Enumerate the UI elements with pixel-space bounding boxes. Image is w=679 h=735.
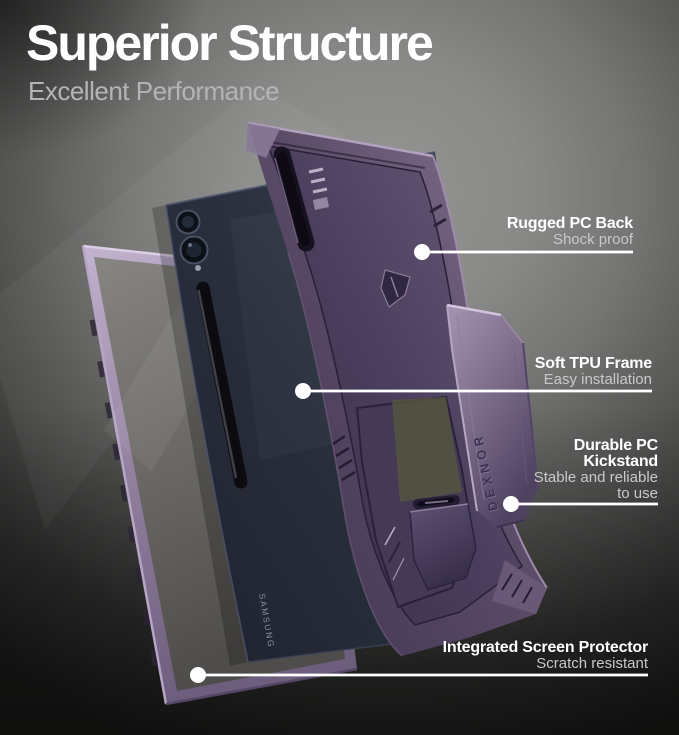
- callout-dot-icon: [190, 667, 206, 683]
- chevron-accents: [429, 203, 447, 228]
- kickstand-recess: [355, 395, 477, 609]
- callout-title: Rugged PC Back: [506, 215, 633, 232]
- callout-title: Soft TPU Frame: [534, 355, 652, 372]
- vent-marks: [308, 167, 328, 194]
- callout-rugged-pc-back: Rugged PC Back Shock proof: [507, 216, 633, 248]
- rugged-case: [246, 121, 548, 657]
- callout-title: Durable PC Kickstand: [573, 437, 658, 470]
- grip-hatching: [332, 434, 356, 482]
- case-logo-icon: [380, 269, 411, 308]
- callout-title: Integrated Screen Protector: [442, 639, 649, 656]
- corner-bumper-top-left: [246, 123, 280, 158]
- kickstand-cover: DEXNOR DEXNOR: [446, 303, 539, 528]
- callout-integrated-screen-protector: Integrated Screen Protector Scratch resi…: [442, 639, 649, 672]
- s-pen: [196, 281, 248, 489]
- frame-edge-segments: [89, 319, 161, 681]
- corner-bumper-bottom-right: [492, 560, 547, 614]
- page-title: Superior Structure: [26, 15, 434, 71]
- callout-dot-icon: [503, 496, 519, 512]
- slash-accents: [384, 526, 405, 581]
- callout-dot-icon: [295, 383, 311, 399]
- camera-flash: [195, 265, 201, 271]
- camera-lenses: [175, 209, 209, 271]
- camera-cutout: [273, 146, 315, 252]
- page-subtitle: Excellent Performance: [28, 76, 280, 106]
- callout-subtitle: Easy installation: [543, 371, 652, 388]
- callout-subtitle: Shock proof: [552, 231, 633, 248]
- callout-soft-tpu-frame: Soft TPU Frame Easy installation: [535, 356, 652, 388]
- callout-subtitle: Stable and reliable to use: [533, 469, 658, 502]
- callout-dot-icon: [414, 244, 430, 260]
- callout-subtitle: Scratch resistant: [536, 655, 648, 672]
- callout-durable-pc-kickstand: Durable PC Kickstand Stable and reliable…: [526, 438, 658, 501]
